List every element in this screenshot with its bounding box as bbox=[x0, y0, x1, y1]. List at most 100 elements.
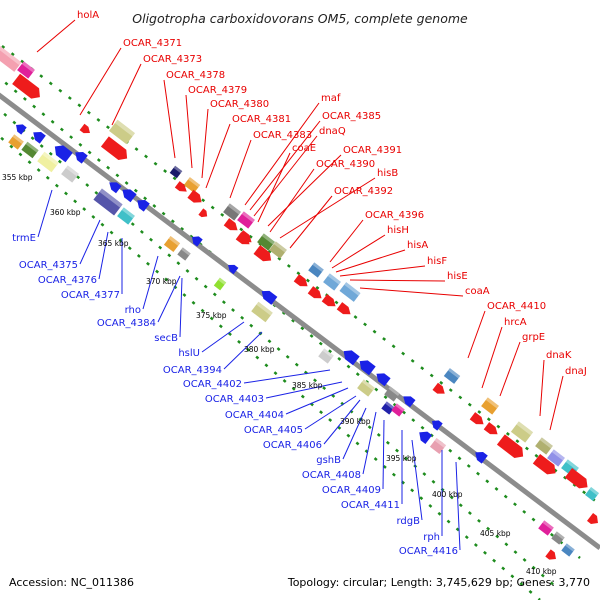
forward-gene-label: OCAR_4371 bbox=[123, 38, 182, 49]
reverse-gene-arrow bbox=[75, 152, 88, 164]
forward-gene-label: OCAR_4410 bbox=[487, 301, 546, 312]
reverse-gene-label: secB bbox=[154, 333, 178, 344]
reverse-leader-line bbox=[79, 219, 101, 265]
forward-gene-label: OCAR_4380 bbox=[210, 99, 269, 110]
forward-gene-label: OCAR_4378 bbox=[166, 70, 225, 81]
forward-leader-line bbox=[201, 108, 209, 179]
reverse-gene-label: OCAR_4416 bbox=[399, 546, 458, 557]
forward-gene-arrow bbox=[187, 189, 202, 203]
gene-features bbox=[0, 44, 600, 560]
gene-feature-block bbox=[269, 241, 287, 259]
reverse-gene-label: trmE bbox=[12, 233, 36, 244]
forward-gene-label: OCAR_4391 bbox=[343, 145, 402, 156]
gene-feature-block bbox=[538, 520, 554, 536]
forward-leader-line bbox=[289, 195, 333, 249]
reverse-gene-label: rph bbox=[423, 532, 440, 543]
reverse-gene-arrow bbox=[16, 124, 27, 135]
reverse-gene-label: OCAR_4394 bbox=[163, 365, 222, 376]
gene-feature-block bbox=[257, 233, 275, 251]
kbp-tick-label: 385 kbp bbox=[292, 381, 323, 390]
forward-leader-line bbox=[359, 287, 464, 297]
forward-gene-label: OCAR_4383 bbox=[253, 130, 312, 141]
forward-gene-label: OCAR_4379 bbox=[188, 85, 247, 96]
forward-gene-arrow bbox=[293, 274, 308, 287]
gene-feature-block bbox=[357, 379, 375, 397]
gene-feature-block bbox=[481, 397, 499, 415]
gene-feature-block bbox=[339, 282, 361, 302]
forward-gene-arrow bbox=[307, 286, 322, 299]
kbp-tick-label: 395 kbp bbox=[386, 454, 417, 463]
gene-feature-block bbox=[237, 211, 255, 229]
gene-feature-block bbox=[308, 262, 324, 278]
gene-feature-block bbox=[213, 277, 227, 291]
forward-gene-arrow bbox=[545, 549, 556, 560]
forward-gene-label: hisB bbox=[377, 168, 398, 179]
forward-gene-arrow bbox=[564, 467, 588, 489]
forward-gene-arrow bbox=[532, 453, 556, 475]
gene-feature-block bbox=[0, 44, 22, 72]
kbp-tick-label: 400 kbp bbox=[432, 490, 463, 499]
forward-gene-arrow bbox=[198, 208, 208, 218]
reverse-gene-arrow bbox=[475, 452, 488, 464]
gene-feature-block bbox=[163, 235, 181, 253]
forward-gene-arrow bbox=[586, 512, 598, 524]
label-leaders bbox=[36, 19, 564, 551]
gene-feature-block bbox=[117, 207, 135, 225]
reverse-leader-line bbox=[179, 277, 183, 338]
gene-feature-block bbox=[323, 273, 341, 291]
gene-feature-block bbox=[37, 151, 59, 173]
gene-feature-block bbox=[109, 119, 135, 145]
forward-gene-label: hisE bbox=[447, 271, 468, 282]
forward-leader-line bbox=[339, 265, 426, 277]
kbp-tick-label: 375 kbp bbox=[196, 311, 227, 320]
reverse-gene-arrow bbox=[228, 264, 239, 275]
forward-gene-label: dnaQ bbox=[319, 126, 346, 137]
reverse-gene-label: OCAR_4403 bbox=[205, 394, 264, 405]
forward-leader-line bbox=[111, 63, 142, 126]
reverse-gene-arrow bbox=[432, 420, 443, 431]
forward-leader-line bbox=[467, 310, 486, 359]
reverse-gene-label: hslU bbox=[178, 348, 200, 359]
gene-feature-block bbox=[177, 247, 191, 261]
forward-leader-line bbox=[279, 177, 376, 239]
reverse-gene-label: OCAR_4406 bbox=[263, 440, 322, 451]
track-line-outer bbox=[1, 45, 599, 504]
forward-gene-arrow bbox=[321, 294, 336, 307]
kbp-tick-label: 390 kbp bbox=[340, 417, 371, 426]
reverse-gene-arrow bbox=[137, 200, 150, 212]
forward-gene-label: coaE bbox=[292, 143, 316, 154]
reverse-leader-line bbox=[157, 275, 181, 323]
forward-gene-label: OCAR_4396 bbox=[365, 210, 424, 221]
gene-feature-block bbox=[17, 61, 35, 79]
forward-leader-line bbox=[269, 168, 315, 233]
reverse-gene-arrow bbox=[376, 373, 391, 387]
gene-feature-block bbox=[223, 203, 241, 221]
forward-gene-arrow bbox=[235, 232, 250, 245]
reverse-gene-label: rdgB bbox=[397, 516, 421, 527]
forward-gene-arrow bbox=[432, 382, 445, 394]
reverse-gene-arrow bbox=[192, 236, 203, 247]
map-title: Oligotropha carboxidovorans OM5, complet… bbox=[132, 11, 468, 26]
forward-gene-label: OCAR_4373 bbox=[143, 54, 202, 65]
genome-summary-text: Topology: circular; Length: 3,745,629 bp… bbox=[287, 576, 590, 589]
gene-feature-block bbox=[535, 437, 553, 455]
reverse-gene-arrow bbox=[261, 290, 278, 305]
accession-text: Accession: NC_011386 bbox=[9, 576, 134, 589]
forward-leader-line bbox=[331, 234, 386, 269]
gene-feature-block bbox=[510, 421, 534, 443]
reverse-gene-label: OCAR_4411 bbox=[341, 500, 400, 511]
reverse-leader-line bbox=[223, 331, 263, 370]
gene-feature-block bbox=[391, 403, 405, 417]
reverse-gene-label: OCAR_4404 bbox=[225, 410, 284, 421]
forward-leader-line bbox=[249, 120, 321, 211]
forward-gene-label: hisF bbox=[427, 256, 447, 267]
reverse-leader-line bbox=[37, 189, 53, 238]
forward-gene-arrow bbox=[174, 181, 187, 192]
gene-feature-block bbox=[381, 401, 395, 415]
gene-feature-block bbox=[561, 543, 575, 557]
genome-backbone bbox=[0, 92, 600, 550]
forward-gene-arrow bbox=[336, 302, 351, 315]
kbp-tick-label: 380 kbp bbox=[244, 345, 275, 354]
reverse-gene-label: OCAR_4384 bbox=[97, 318, 156, 329]
